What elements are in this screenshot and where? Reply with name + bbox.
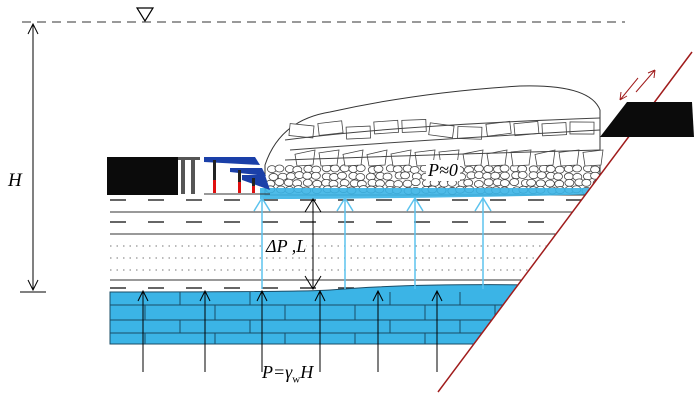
rubble-stone — [392, 165, 403, 174]
rubble-stone — [393, 180, 404, 188]
seepage-arrowhead — [253, 196, 271, 212]
caved-block — [288, 123, 315, 139]
caved-block — [582, 149, 604, 167]
rubble-stone — [563, 164, 574, 173]
aquifer-pressure-tail: H — [300, 362, 314, 382]
pressure-arrowhead — [431, 289, 443, 302]
caved-block — [486, 149, 508, 167]
pressure-difference-label: ΔP ,L — [266, 236, 307, 257]
rubble-stone — [554, 165, 565, 174]
rubble-stone — [337, 171, 347, 180]
caved-block — [401, 119, 427, 133]
rubble-stone — [483, 164, 494, 173]
rubble-stone — [283, 178, 294, 187]
rubble-stone — [286, 172, 296, 181]
seepage-arrows — [253, 196, 492, 289]
caved-block — [373, 119, 400, 135]
rubble-stone — [400, 171, 410, 180]
rubble-stone — [302, 178, 313, 187]
rubble-stone — [474, 171, 484, 180]
rubble-stone — [310, 171, 321, 180]
rubble-stone — [274, 178, 285, 187]
rubble-stone — [545, 179, 555, 188]
rubble-stone — [545, 165, 556, 173]
rubble-stone — [302, 171, 313, 180]
aquifer-pressure-arrows — [137, 289, 443, 372]
fault-slip-arrow-icon — [619, 69, 656, 101]
rubble-stone — [473, 180, 484, 188]
rubble-stone — [294, 171, 305, 179]
rubble-stone — [528, 171, 539, 180]
rubble-stone — [373, 164, 384, 173]
rubble-stone — [473, 164, 484, 173]
rubble-stone — [564, 178, 575, 187]
seepage-arrowhead — [336, 196, 354, 212]
pressure-arrowhead — [256, 289, 268, 302]
pressure-arrowhead — [137, 289, 149, 302]
rubble-stone — [483, 178, 494, 187]
aquifer-pressure-subscript: w — [292, 373, 301, 386]
rubble-stone — [463, 178, 474, 187]
rubble-stone — [553, 172, 563, 181]
rubble-stone — [355, 164, 366, 173]
caved-block — [294, 149, 316, 167]
rubble-stone — [499, 164, 510, 173]
coal-seam-right — [600, 102, 694, 137]
aquifer-pressure-label: P=γwH — [262, 362, 313, 386]
rubble-stone — [572, 164, 582, 173]
rubble-stone — [592, 186, 602, 195]
rubble-stone — [500, 171, 510, 180]
rubble-stone — [482, 172, 493, 180]
goaf-water — [260, 188, 600, 199]
rubble-stone — [490, 171, 501, 180]
caved-block — [510, 149, 532, 167]
strata-layers — [110, 199, 600, 289]
pressure-arrowhead — [372, 289, 384, 302]
seepage-arrowhead — [406, 196, 424, 212]
hydraulic-supports — [178, 157, 270, 195]
aquifer-pressure-text: P=γ — [262, 362, 293, 382]
rubble-stone — [499, 179, 510, 187]
caved-block — [457, 126, 483, 140]
caved-block — [317, 120, 344, 136]
head-label: H — [8, 170, 22, 191]
rubble-stone — [274, 164, 285, 173]
caved-block — [569, 121, 595, 135]
rubble-stone — [382, 172, 393, 181]
coal-seam-left — [107, 157, 178, 195]
caved-block — [485, 120, 512, 137]
rubble-stone — [439, 179, 449, 188]
caved-block — [366, 149, 388, 167]
rubble-stone — [402, 179, 413, 188]
caved-block — [558, 149, 580, 167]
rubble-stone — [410, 178, 421, 187]
water-level-triangle-icon — [135, 7, 155, 23]
rubble-stone — [330, 164, 340, 173]
rubble-stone — [355, 173, 366, 181]
pressure-arrowhead — [314, 289, 326, 302]
rubble-stone — [536, 171, 547, 180]
rubble-stone — [517, 171, 528, 179]
pressure-arrowhead — [199, 289, 211, 302]
rubble-stone — [329, 173, 339, 181]
caved-block — [390, 149, 412, 167]
rubble-stone — [409, 166, 420, 174]
seepage-arrowhead — [474, 196, 492, 212]
caved-block — [428, 122, 455, 139]
rubble-stone — [526, 178, 537, 187]
rubble-stone — [581, 178, 592, 187]
goaf-pressure-label: P≈0 — [426, 160, 460, 181]
caved-block — [541, 122, 567, 137]
rubble-stone — [535, 179, 546, 188]
rubble-stone — [509, 178, 520, 186]
